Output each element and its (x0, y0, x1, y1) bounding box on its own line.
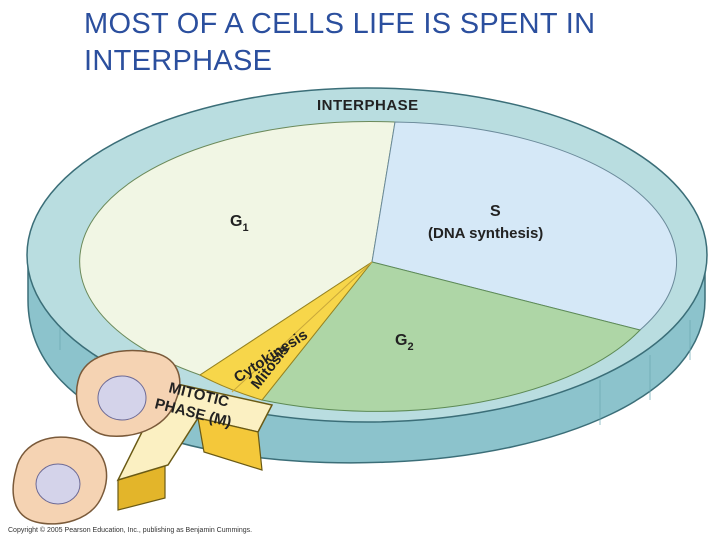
slide-title: MOST OF A CELLS LIFE IS SPENT IN INTERPH… (84, 8, 596, 77)
parent-cell (75, 349, 181, 437)
cytokinesis-mitosis-divider (231, 261, 373, 393)
phase-wedges (79, 120, 678, 412)
arrow-shade (197, 417, 263, 471)
daughter-cell (12, 436, 108, 525)
g1-wedge (79, 120, 396, 376)
interphase-label: INTERPHASE (317, 97, 419, 114)
s-wedge (371, 121, 678, 331)
g1-label: G1 (230, 213, 249, 234)
parent-nucleus (97, 375, 147, 421)
mitotic-wedge (199, 261, 373, 401)
g2-wedge (261, 261, 641, 412)
daughter-nucleus (35, 463, 81, 505)
copyright-note: Copyright © 2005 Pearson Education, Inc.… (8, 527, 253, 534)
s-label: S (490, 203, 501, 220)
dna-synthesis-label: (DNA synthesis) (428, 225, 543, 242)
g2-label: G2 (395, 332, 414, 353)
